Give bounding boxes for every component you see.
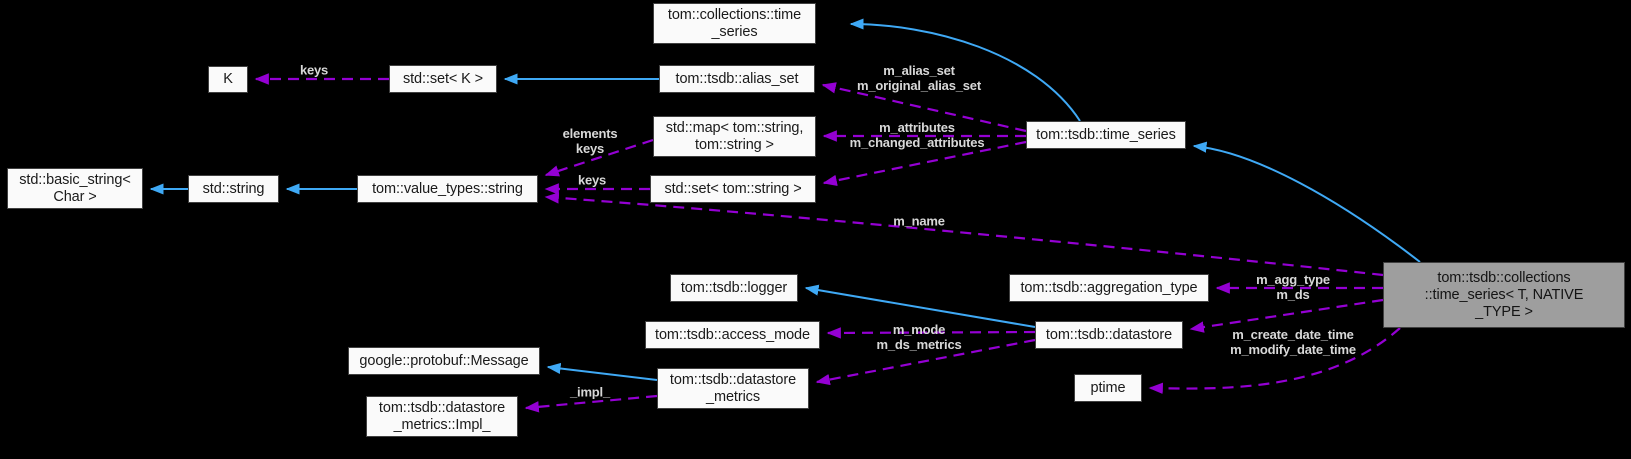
edge-label-mode_metrics: m_mode m_ds_metrics [876,322,962,352]
edge-coll_ts_tmpl-to-tsdb_time_series [1192,141,1421,263]
class-node-map_string[interactable]: std::map< tom::string, tom::string > [653,116,816,157]
class-node-coll_time_series[interactable]: tom::collections::time _series [653,3,816,44]
class-node-set_tom_string[interactable]: std::set< tom::string > [650,175,816,203]
class-node-datastore[interactable]: tom::tsdb::datastore [1035,321,1183,349]
class-node-coll_ts_tmpl[interactable]: tom::tsdb::collections ::time_series< T,… [1383,262,1625,328]
class-node-logger[interactable]: tom::tsdb::logger [670,274,798,302]
class-node-tsdb_time_series[interactable]: tom::tsdb::time_series [1026,121,1186,149]
edge-coll_ts_tmpl-to-datastore [1189,298,1384,333]
edge-label-date_times: m_create_date_time m_modify_date_time [1230,327,1356,357]
edge-label-keys_tom_string: keys [577,172,607,188]
class-node-access_mode[interactable]: tom::tsdb::access_mode [645,321,820,349]
class-node-k[interactable]: K [208,66,248,93]
class-node-std_string[interactable]: std::string [188,175,279,203]
edge-label-attributes: m_attributes m_changed_attributes [849,120,985,150]
edge-label-alias_sets: m_alias_set m_original_alias_set [857,63,981,93]
class-node-ptime[interactable]: ptime [1074,374,1142,402]
class-node-agg_type[interactable]: tom::tsdb::aggregation_type [1009,274,1209,302]
edge-label-agg_ds: m_agg_type m_ds [1256,272,1330,302]
class-node-set_k[interactable]: std::set< K > [389,65,497,93]
class-node-alias_set[interactable]: tom::tsdb::alias_set [659,65,815,93]
class-node-vt_string[interactable]: tom::value_types::string [357,175,538,203]
edge-coll_ts_tmpl-to-vt_string [544,192,1384,277]
edge-label-keys_k: keys [299,62,329,78]
class-node-basic_string[interactable]: std::basic_string< Char > [7,168,143,209]
class-node-ds_metrics[interactable]: tom::tsdb::datastore _metrics [657,368,809,409]
edge-label-elements_keys: elements keys [562,126,618,156]
edge-label-impl: _impl_ [570,384,610,400]
edge-label-m_name: m_name [893,213,945,229]
class-node-pb_message[interactable]: google::protobuf::Message [348,347,540,375]
class-node-ds_metrics_impl[interactable]: tom::tsdb::datastore _metrics::Impl_ [366,396,518,437]
edge-ds_metrics-to-pb_message [546,362,658,381]
